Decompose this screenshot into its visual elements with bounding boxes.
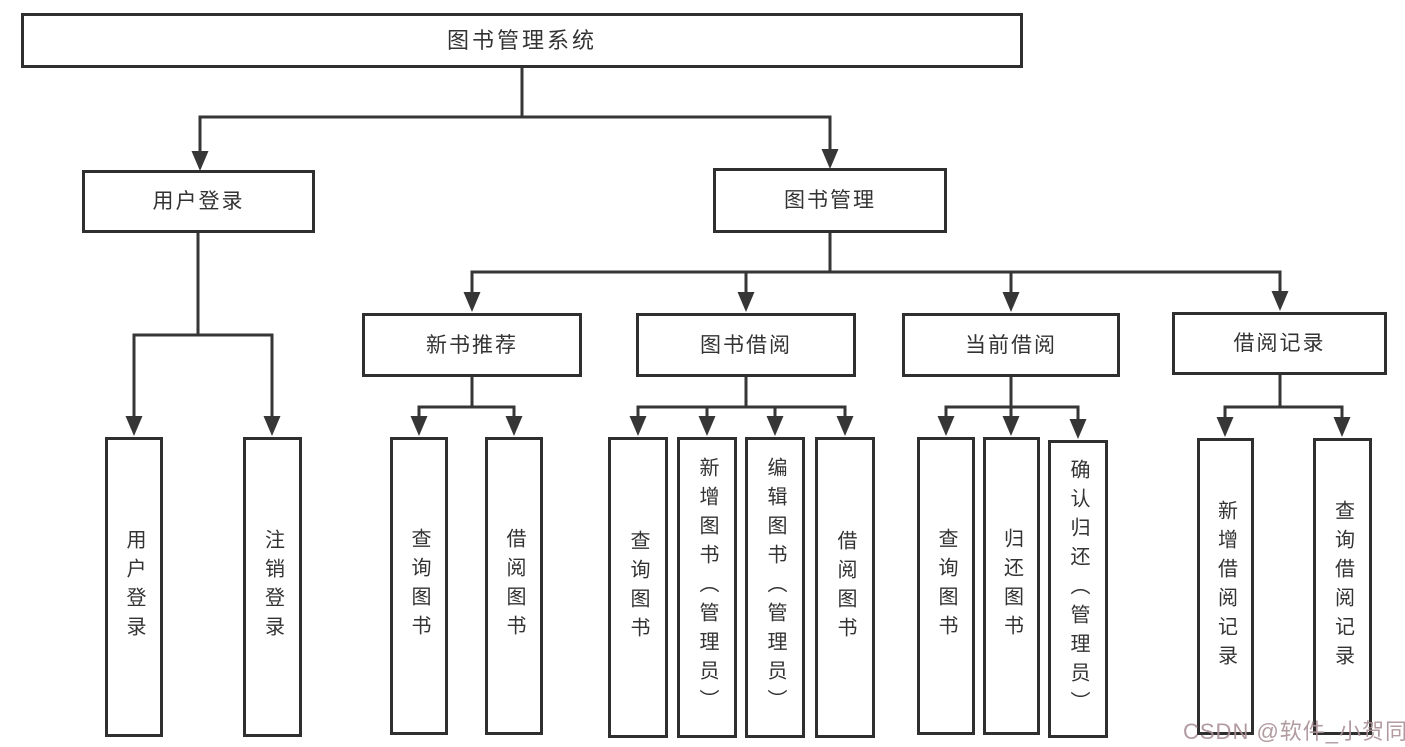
node-leaf-edit-books-admin: 编辑图书（管理员） xyxy=(745,437,805,738)
node-leaf-add-borrow-record: 新增借阅记录 xyxy=(1197,438,1254,735)
csdn-watermark: CSDN @软件_小贺同学 xyxy=(1183,719,1405,744)
node-book-management: 图书管理 xyxy=(713,168,947,233)
node-leaf-logout: 注销登录 xyxy=(243,437,302,737)
node-library-management-system: 图书管理系统 xyxy=(21,13,1023,68)
node-leaf-borrow-books: 借阅图书 xyxy=(815,437,875,738)
node-leaf-user-login: 用户登录 xyxy=(105,437,163,737)
node-new-book-recommend: 新书推荐 xyxy=(362,313,582,377)
node-user-login: 用户登录 xyxy=(82,170,315,233)
node-book-borrowing: 图书借阅 xyxy=(636,313,856,377)
node-leaf-query-books-recommend: 查询图书 xyxy=(390,437,448,735)
node-leaf-add-books-admin: 新增图书（管理员） xyxy=(677,437,737,738)
node-leaf-return-books: 归还图书 xyxy=(983,437,1040,735)
node-leaf-query-borrow-record: 查询借阅记录 xyxy=(1313,438,1372,735)
node-leaf-confirm-return-admin: 确认归还（管理员） xyxy=(1048,440,1108,738)
node-current-borrowing: 当前借阅 xyxy=(902,313,1120,377)
node-leaf-query-books-current: 查询图书 xyxy=(917,437,975,735)
node-leaf-query-books-borrowing: 查询图书 xyxy=(608,437,668,738)
node-borrowing-records: 借阅记录 xyxy=(1172,312,1387,375)
node-leaf-borrow-books-recommend: 借阅图书 xyxy=(485,437,543,735)
